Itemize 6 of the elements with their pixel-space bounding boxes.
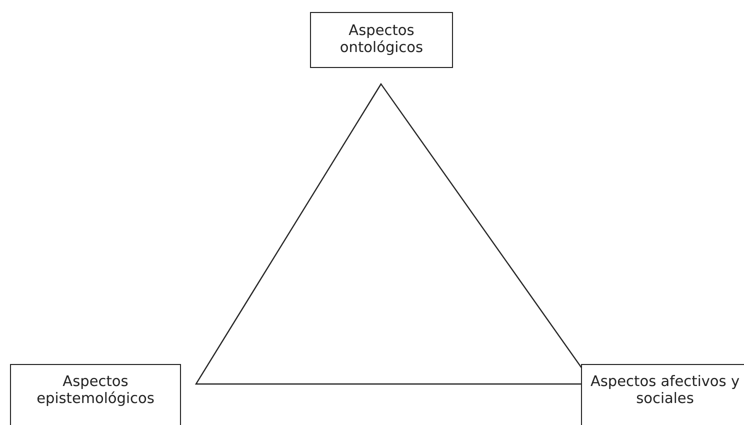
box-label: Aspectos afectivos y sociales: [589, 374, 741, 409]
box-label: Aspectos ontológicos: [338, 22, 424, 58]
label-box: [310, 12, 453, 68]
label-box: [581, 364, 744, 425]
box-label: Aspectos epistemológicos: [36, 374, 156, 409]
label-box: [10, 364, 181, 425]
